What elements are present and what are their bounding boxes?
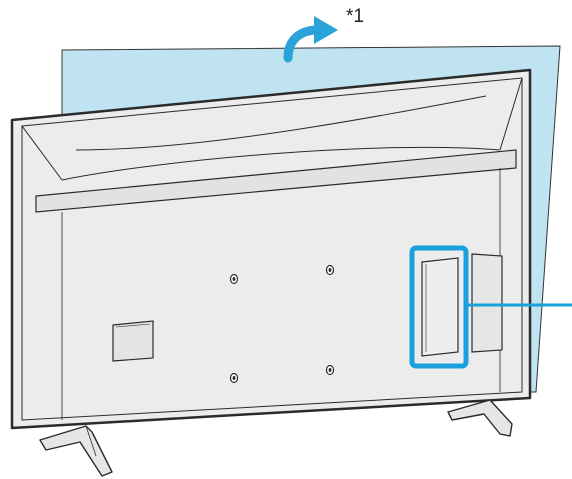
mounting-holes [229,264,335,384]
footnote-mark: *1 [346,6,364,27]
mounting-hole [229,372,239,384]
stand-right [447,399,513,437]
square-cover [112,320,154,362]
mounting-hole [325,264,335,276]
curved-arrow-icon [283,16,338,63]
stand-left [39,425,113,477]
terminal-panel [421,257,459,357]
mounting-hole [229,273,239,285]
highlight-frame [409,245,469,369]
terminal-side-box [471,253,503,353]
mounting-hole [325,364,335,376]
